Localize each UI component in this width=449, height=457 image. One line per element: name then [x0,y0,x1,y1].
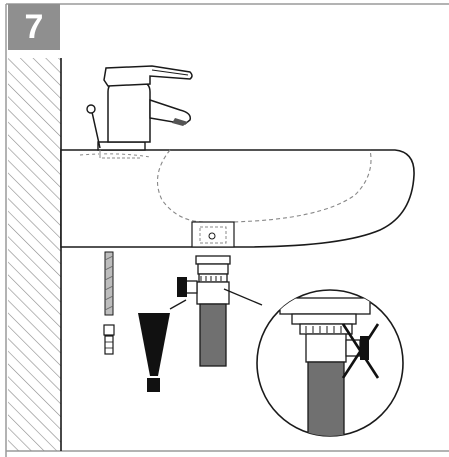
washbasin [60,149,415,248]
panel-border [5,3,449,457]
wall [8,58,62,451]
exclamation-triangle-icon [138,313,170,392]
step-number-badge: 7 [8,4,60,50]
detail-leader-lines [169,288,263,310]
faucet [86,65,193,159]
detail-magnifier [256,289,404,437]
drain-assembly [177,255,231,367]
flexible-hose [103,251,115,355]
step-number: 7 [24,8,44,46]
cross-icon [341,323,380,379]
